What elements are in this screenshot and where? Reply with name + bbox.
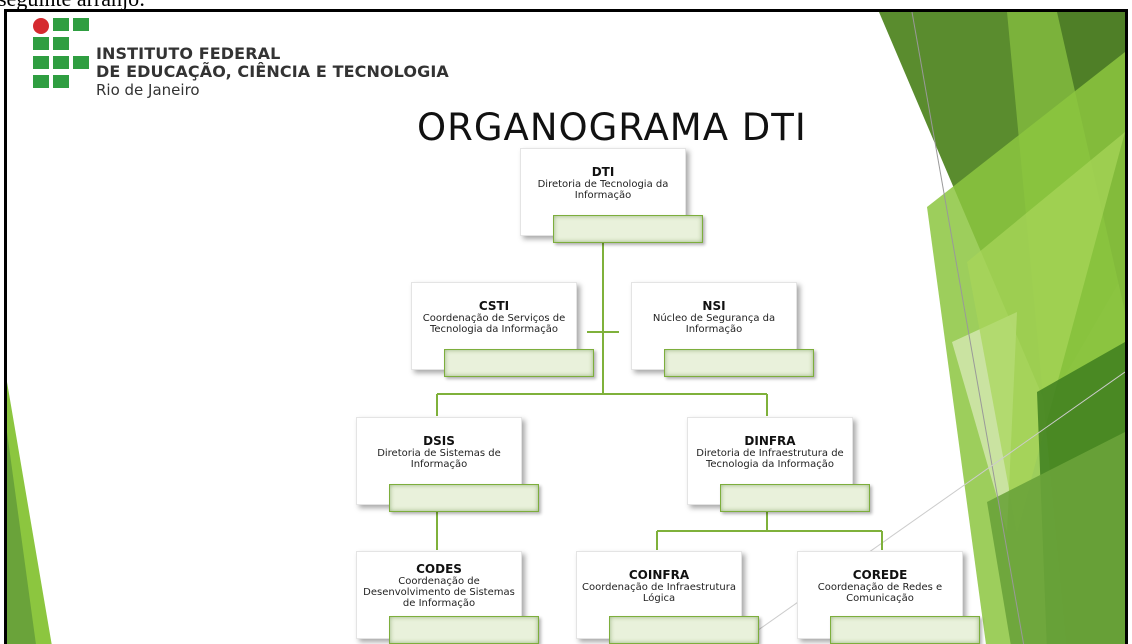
node-description: Coordenação de Desenvolvimento de Sistem… [363,576,515,609]
institution-logo-icon [33,18,89,88]
node-abbr: CODES [416,562,462,576]
node-abbr: DINFRA [744,434,796,448]
org-node-coinfra-holder [609,616,759,644]
node-description: Coordenação de Infraestrutura Lógica [582,582,736,604]
node-description: Diretoria de Tecnologia da Informação [537,179,669,201]
slide-title: ORGANOGRAMA DTI [417,106,807,149]
green-decoration [7,12,1125,644]
org-node-csti-holder [444,349,594,377]
node-description: Diretoria de Infraestrutura de Tecnologi… [696,448,844,470]
org-node-dsis-holder [389,484,539,512]
org-node-codes-holder [389,616,539,644]
node-description: Núcleo de Segurança da Informação [652,313,776,335]
node-abbr: DSIS [423,434,455,448]
institution-line-2: DE EDUCAÇÃO, CIÊNCIA E TECNOLOGIA [96,62,449,81]
institution-campus: Rio de Janeiro [96,81,200,99]
node-abbr: NSI [702,299,726,313]
node-abbr: COINFRA [628,568,690,582]
node-description: Coordenação de Redes e Comunicação [817,582,943,604]
node-abbr: COREDE [852,568,908,582]
node-description: Coordenação de Serviços de Tecnologia da… [422,313,566,335]
institution-name: INSTITUTO FEDERAL DE EDUCAÇÃO, CIÊNCIA E… [96,44,449,100]
node-description: Diretoria de Sistemas de Informação [377,448,501,470]
node-abbr: CSTI [478,299,510,313]
institution-line-1: INSTITUTO FEDERAL [96,44,281,63]
org-node-nsi-holder [664,349,814,377]
page-top-text: seguinte arranjo: [0,0,145,12]
node-abbr: DTI [591,165,615,179]
org-connectors [436,243,883,550]
org-node-dinfra-holder [720,484,870,512]
org-node-dti-holder [553,215,703,243]
org-node-corede-holder [830,616,980,644]
slide-frame: INSTITUTO FEDERAL DE EDUCAÇÃO, CIÊNCIA E… [4,9,1128,644]
